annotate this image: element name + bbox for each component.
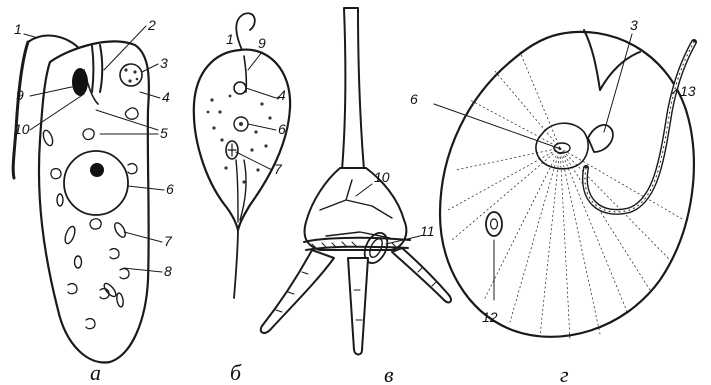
panel-label-g: г [560,362,569,385]
a-callout-9: 9 [16,87,24,103]
organism-b: 1 9 4 6 7 б [194,13,290,385]
g-callout-6: 6 [410,91,418,107]
b-callout-7: 7 [274,161,283,177]
a-callout-4: 4 [162,89,170,105]
organism-v: 10 11 в [261,8,451,385]
organism-g: 6 3 13 12 г [410,17,696,385]
a-callout-7: 7 [164,233,173,249]
a-callout-6: 6 [166,181,174,197]
b-callout-6: 6 [278,121,286,137]
v-callout-10: 10 [374,169,390,185]
panel-label-b: б [230,360,242,385]
b-callout-4: 4 [278,87,286,103]
g-callout-12: 12 [482,309,498,325]
a-callout-1: 1 [14,21,22,37]
g-callout-3: 3 [630,17,638,33]
a-callout-8: 8 [164,263,172,279]
a-callout-3: 3 [160,55,168,71]
b-callout-1: 1 [226,31,234,47]
a-callout-2: 2 [147,17,156,33]
a-callout-5: 5 [160,125,168,141]
a-callout-10: 10 [14,121,30,137]
panel-label-a: а [90,360,101,385]
g-callout-13: 13 [680,83,696,99]
b-callout-9: 9 [258,35,266,51]
organism-a: 1 2 3 4 5 6 7 8 9 10 а [13,17,174,385]
panel-label-v: в [384,362,394,385]
v-callout-11: 11 [420,223,435,239]
